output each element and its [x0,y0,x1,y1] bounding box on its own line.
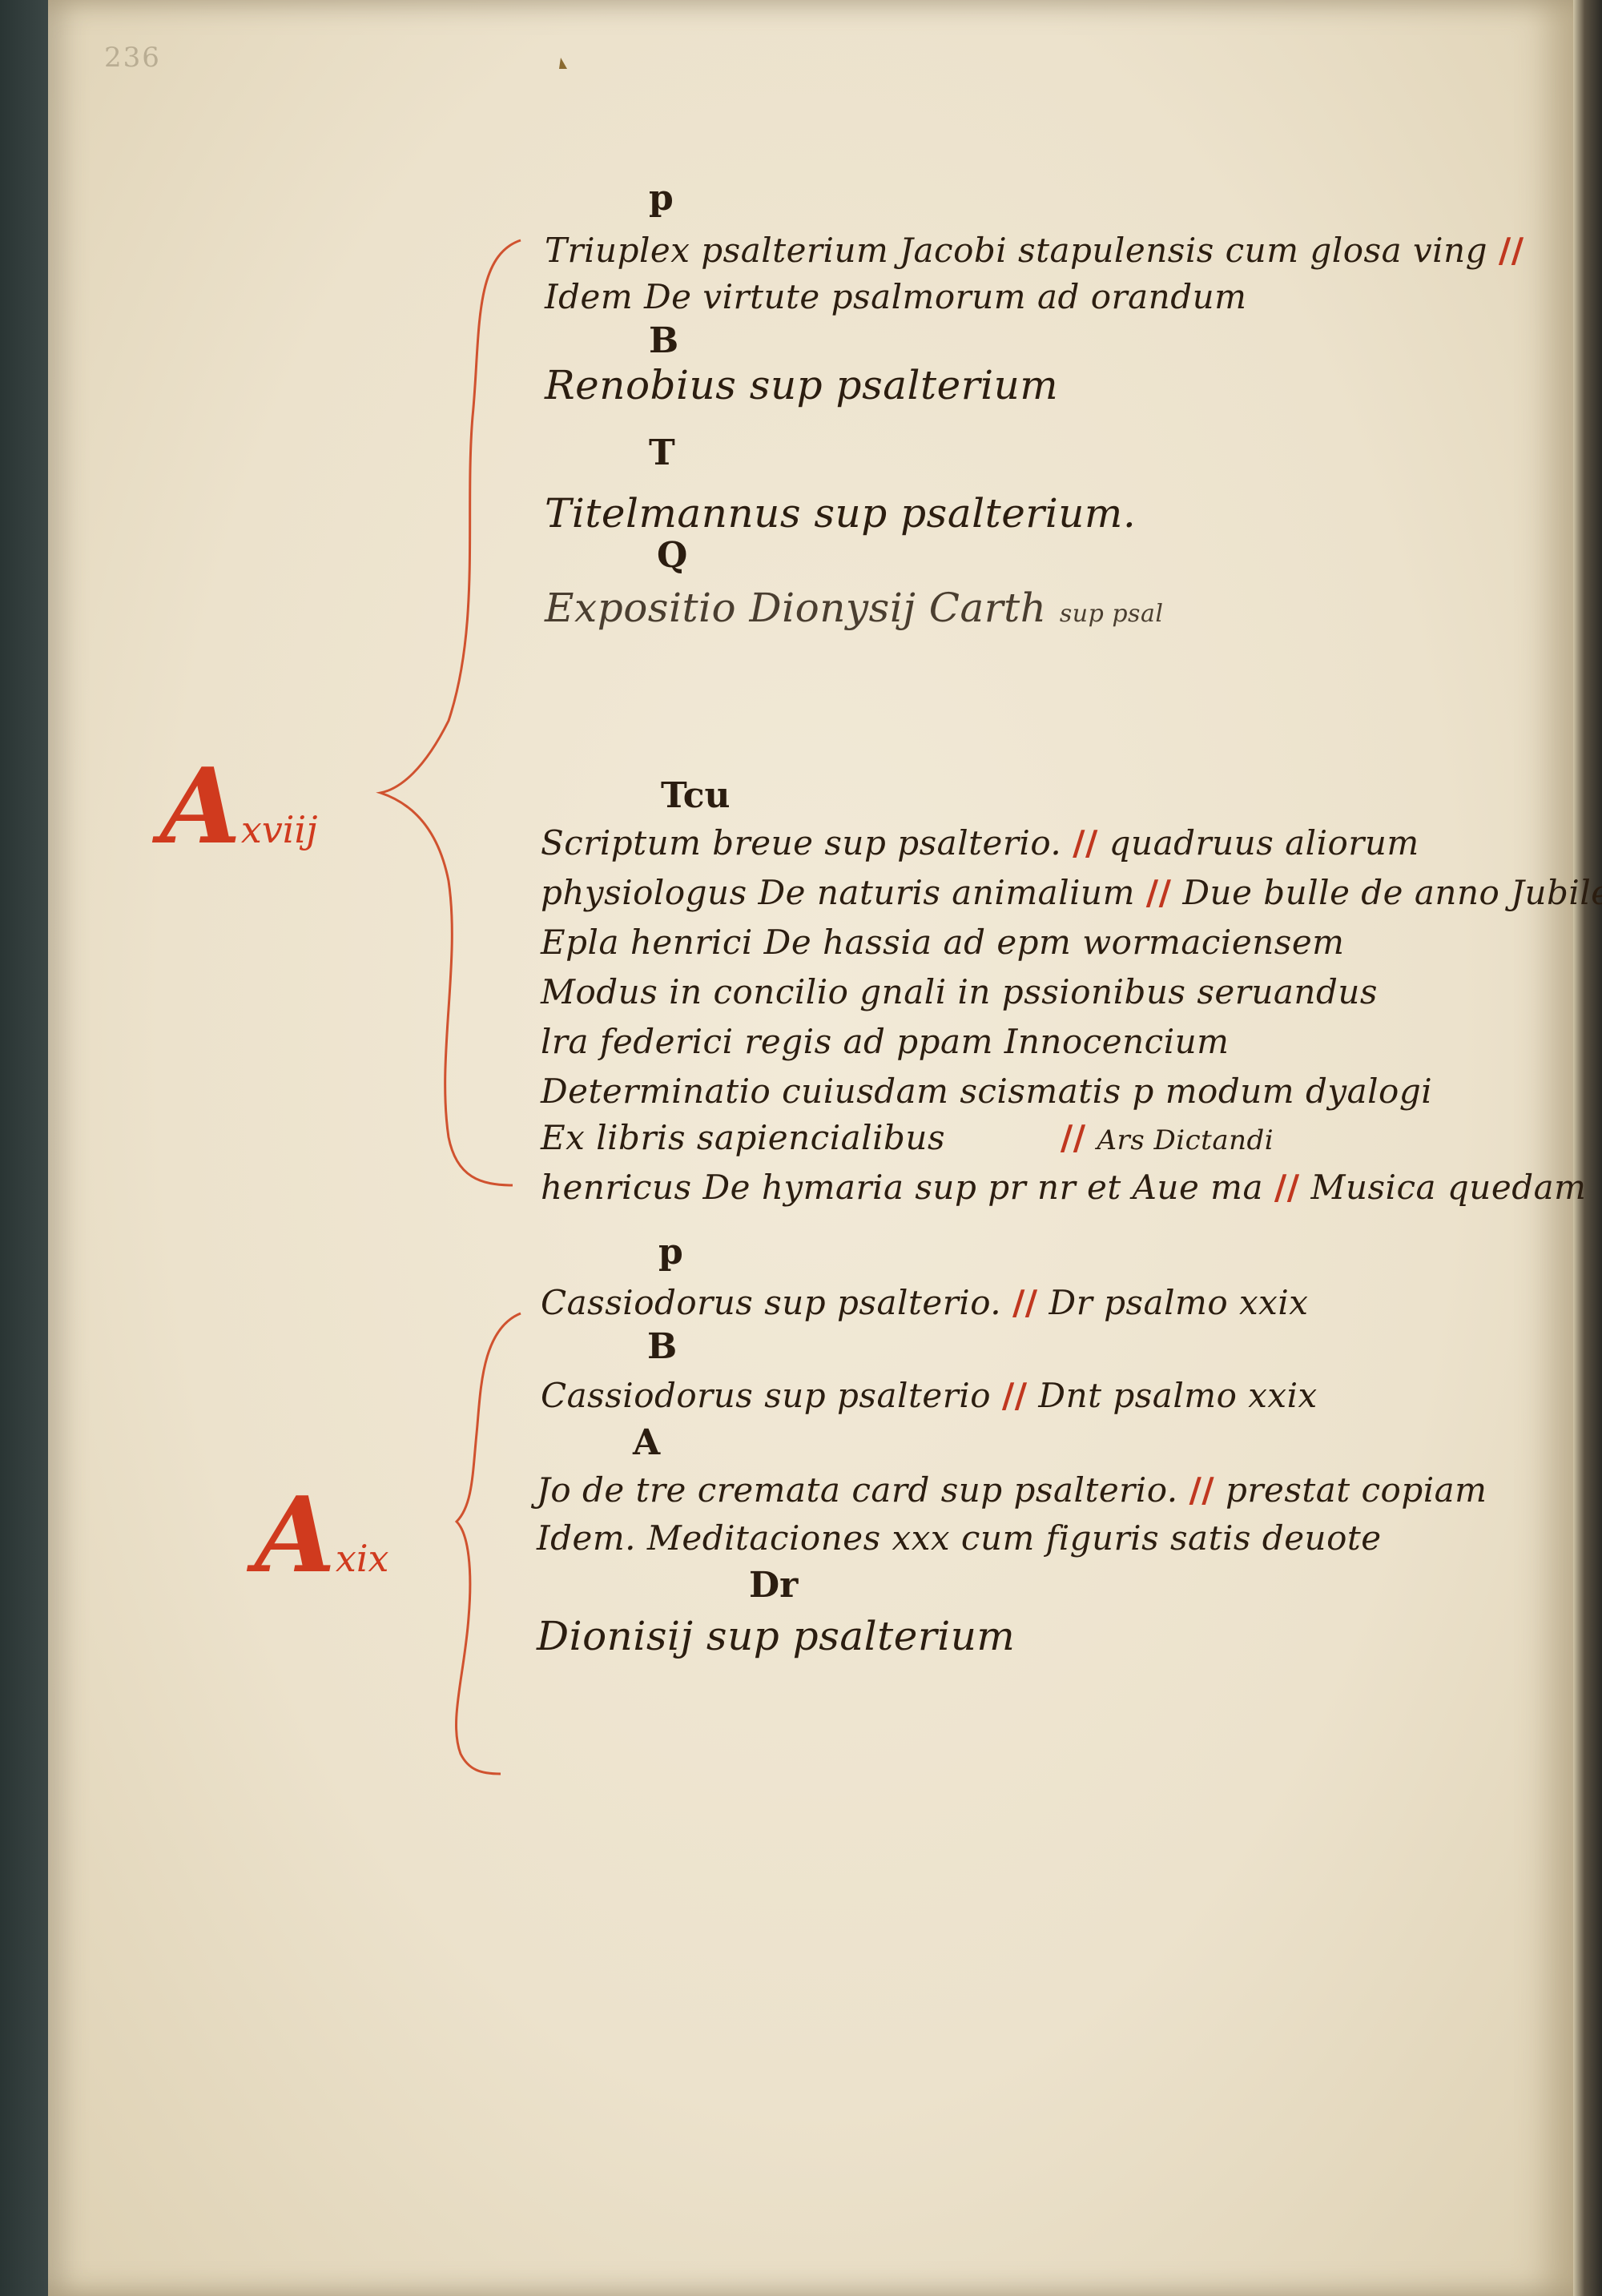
entry-line: Modus in concilio gnali in pssionibus se… [541,972,1378,1011]
entry-line: physiologus De naturis animalium // Due … [541,873,1602,912]
entry-line: Idem De virtute psalmorum ad orandum [545,277,1247,316]
binding-edge-right [1573,0,1602,2296]
entry-line: Determinatio cuiusdam scismatis p modum … [541,1072,1433,1111]
entry-line: Jo de tre cremata card sup psalterio. //… [537,1470,1487,1510]
entry-line: Expositio Dionysij Carth sup psal [545,585,1164,631]
binding-edge-left [0,0,48,2296]
section-letter-b: B [649,320,679,361]
section-letter-p2: p [658,1232,683,1273]
arrow-mark [559,58,567,69]
entry-line: Ex libris sapiencialibus // Ars Dictandi [541,1118,1274,1157]
entry-line: henricus De hymaria sup pr nr et Aue ma … [541,1168,1587,1207]
entry-line: Epla henrici De hassia ad epm wormaciens… [541,923,1345,962]
section-letter-q: Q [657,535,688,576]
shelfmark-upper: Axviij [160,745,318,867]
entry-line: Scriptum breue sup psalterio. // quadruu… [541,823,1419,863]
entry-line: Cassiodorus sup psalterio. // Dr psalmo … [541,1283,1309,1322]
brace-upper [376,239,521,1187]
section-letter-b2: B [647,1326,678,1367]
shelfmark-lower: Axix [255,1474,389,1596]
entry-line: Renobius sup psalterium [545,362,1059,408]
brace-lower [454,1312,521,1775]
entry-line: Idem. Meditaciones xxx cum figuris satis… [537,1518,1382,1558]
entry-line: lra federici regis ad ppam Innocencium [541,1022,1230,1061]
entry-line: Dionisij sup psalterium [537,1613,1016,1659]
section-letter-p: p [649,178,674,219]
entry-line: Cassiodorus sup psalterio // Dnt psalmo … [541,1376,1318,1415]
section-letter-a: A [633,1422,661,1463]
entry-line: Titelmannus sup psalterium. [545,490,1137,537]
section-letter-tcu: Tcu [661,775,731,816]
manuscript-page [48,0,1573,2296]
entry-line: Triuplex psalterium Jacobi stapulensis c… [545,231,1524,270]
section-letter-dr: Dr [749,1565,799,1606]
folio-number: 236 [104,42,161,74]
section-letter-t: T [649,432,675,473]
